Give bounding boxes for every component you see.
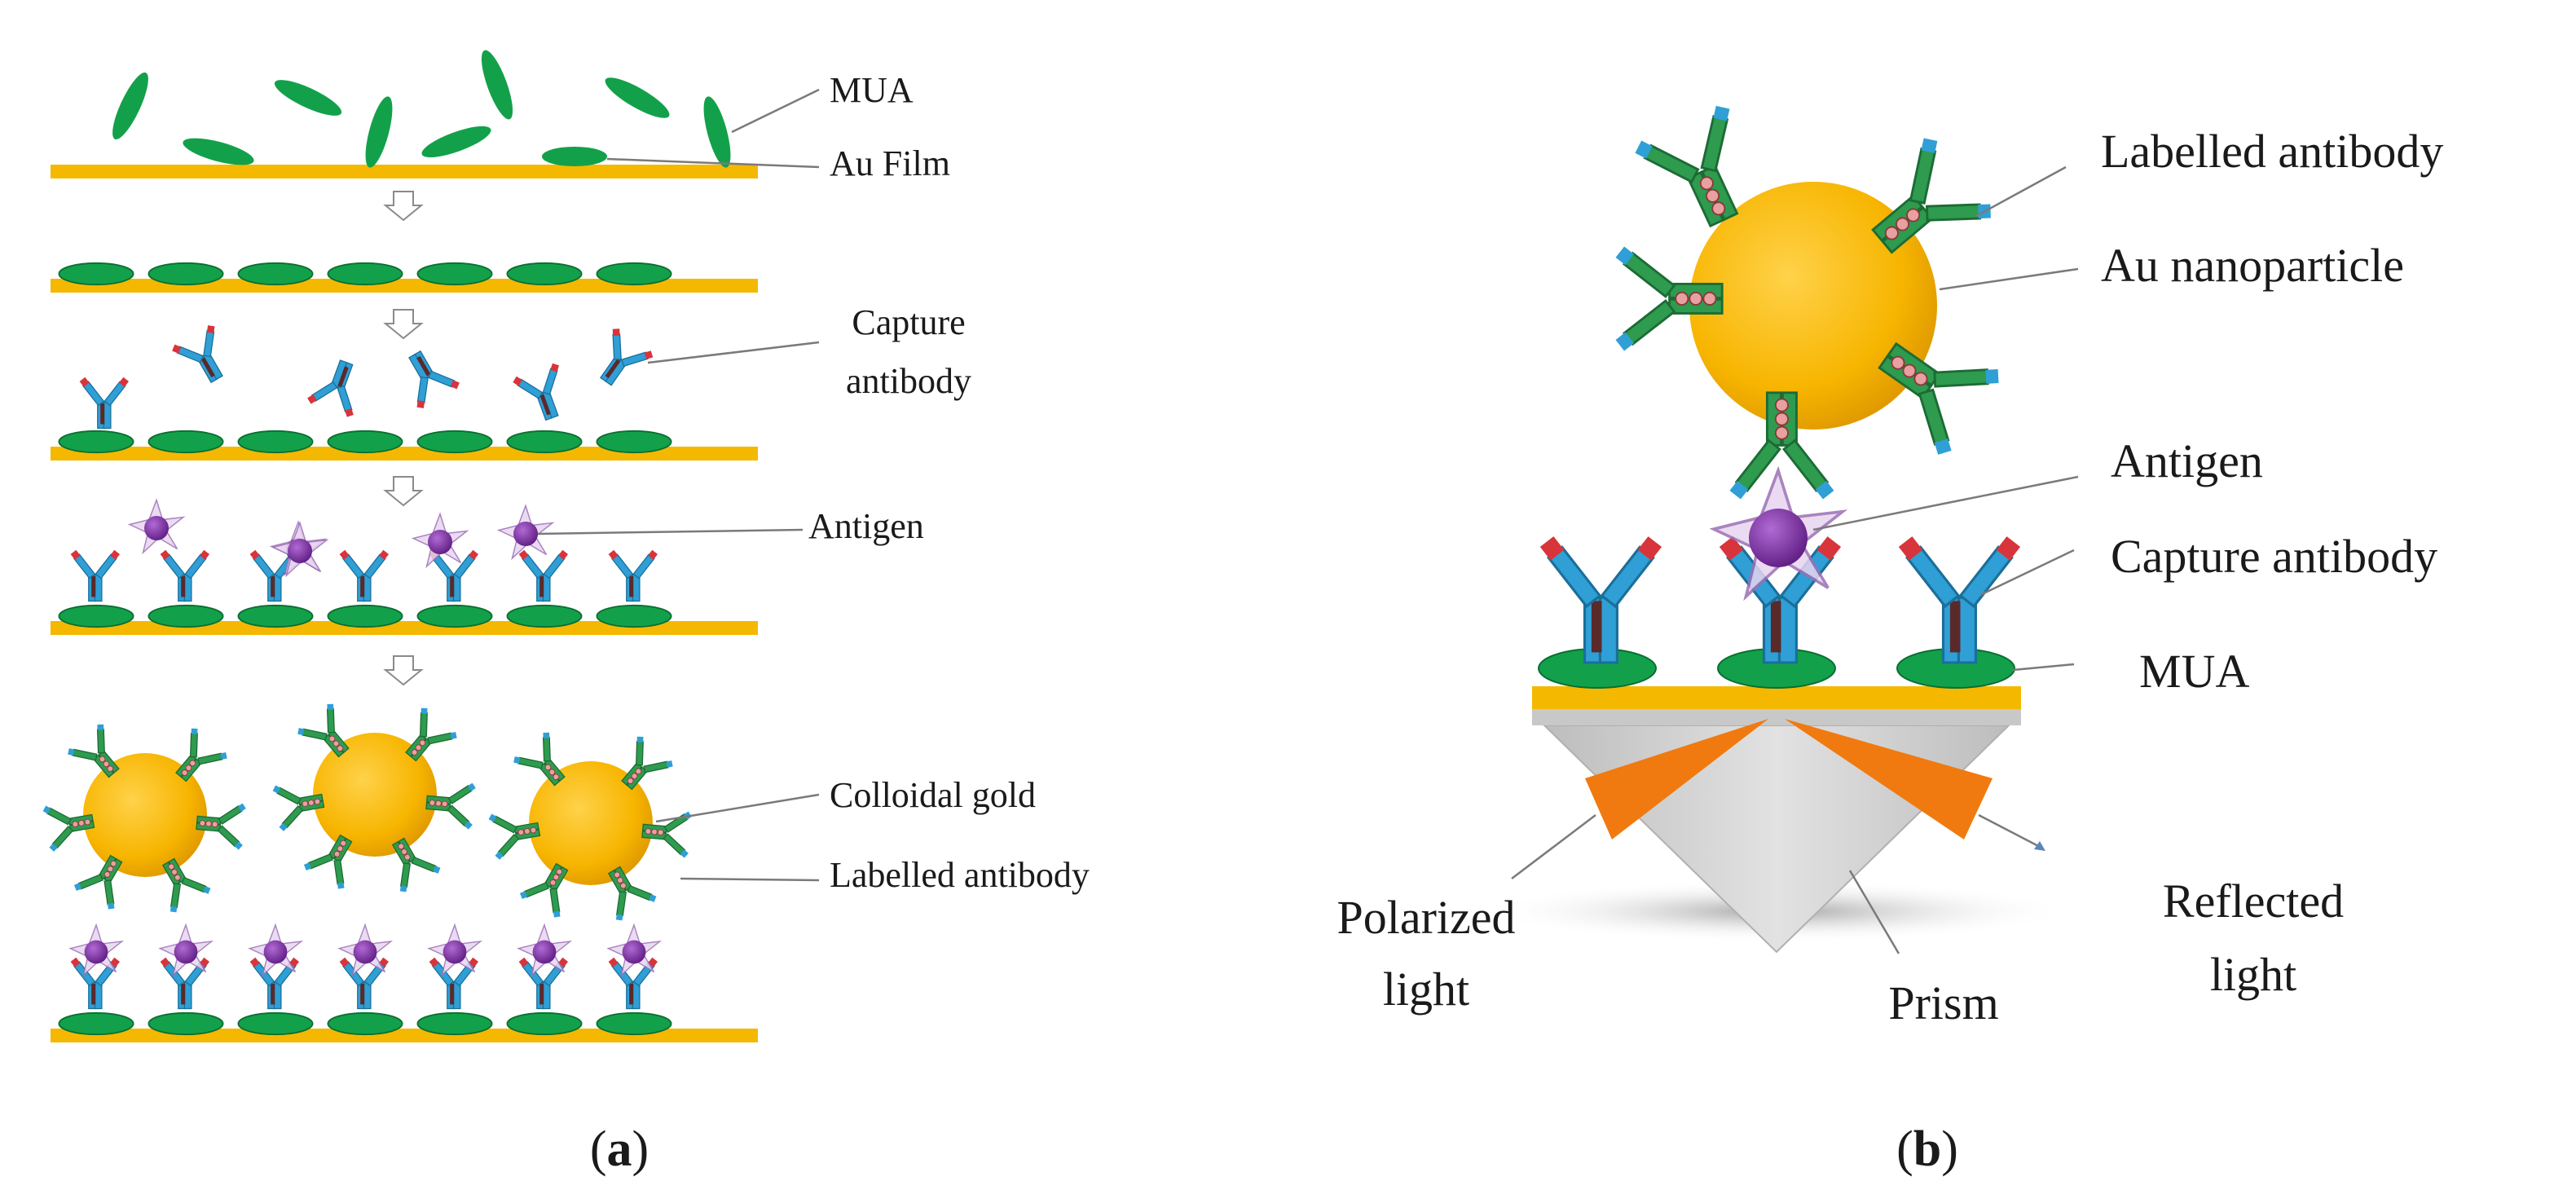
antigen <box>498 505 553 559</box>
label-capture-antibody-a: Capture <box>852 302 965 342</box>
step2-mua-aligned <box>51 262 758 293</box>
glass-substrate <box>1532 707 2021 725</box>
label-antigen-b: Antigen <box>2111 434 2263 487</box>
polarized-light-beam <box>1585 719 1768 839</box>
label-au-film: Au Film <box>830 143 950 183</box>
mua-pad <box>58 604 134 628</box>
mua-pad <box>148 262 224 286</box>
panel-b: Labelled antibody Au nanoparticle Antige… <box>1336 99 2443 1177</box>
label-labelled-antibody-b: Labelled antibody <box>2101 125 2443 178</box>
mua-pad <box>327 1011 403 1036</box>
mua-pad <box>596 1011 672 1036</box>
step1-mua-random <box>51 50 758 178</box>
capture-antibody <box>338 549 390 602</box>
colloidal-gold-particle <box>313 733 437 857</box>
label-antigen-a: Antigen <box>808 506 924 546</box>
panel-a: MUA Au Film Capture antibody Antigen Col… <box>41 50 1090 1177</box>
mua-pad <box>148 430 224 454</box>
down-arrow-icon <box>383 309 424 340</box>
capture-antibody <box>393 342 463 412</box>
panel-b-caption: (b) <box>1896 1121 1958 1177</box>
label-mua-a: MUA <box>830 70 914 110</box>
capture-antibody <box>78 377 130 430</box>
mua-pad <box>58 430 134 454</box>
mua-pad <box>148 604 224 628</box>
capture-antibody <box>69 549 121 602</box>
capture-antibody <box>305 353 371 420</box>
mua-pad <box>506 1011 583 1036</box>
au-film-2 <box>51 279 758 293</box>
label-polarized-light: Polarized <box>1336 891 1515 944</box>
label-labelled-antibody-a: Labelled antibody <box>830 855 1090 895</box>
mua-pad <box>416 430 493 454</box>
mua-pad <box>506 604 583 628</box>
colloidal-gold-particle <box>83 753 207 877</box>
au-film-1 <box>51 165 758 178</box>
panel-a-leader-lines <box>537 88 820 882</box>
capture-antibody <box>510 360 576 427</box>
label-polarized-light-line2: light <box>1383 963 1469 1016</box>
capture-antibody-b <box>1539 535 1663 664</box>
mua-pad <box>237 262 314 286</box>
mua-pad <box>416 262 493 286</box>
label-prism: Prism <box>1888 976 1998 1029</box>
label-mua-b: MUA <box>2139 645 2249 698</box>
label-colloidal-gold: Colloidal gold <box>830 775 1036 815</box>
antigen <box>129 499 184 553</box>
step4-antigen <box>51 499 758 635</box>
label-reflected-light-line2: light <box>2210 948 2296 1001</box>
capture-antibody-b <box>1897 535 2022 664</box>
mua-pad <box>596 262 672 286</box>
mua-pad <box>596 430 672 454</box>
mua-pad <box>327 604 403 628</box>
capture-antibody <box>585 324 656 397</box>
mua-pad <box>416 604 493 628</box>
capture-antibody <box>607 549 658 602</box>
step3-capture-antibody <box>51 322 758 460</box>
mua-pad <box>148 1011 224 1036</box>
label-au-nanoparticle: Au nanoparticle <box>2101 239 2404 292</box>
mua-pad <box>237 604 314 628</box>
mua-pad <box>596 604 672 628</box>
mua-pad <box>327 262 403 286</box>
mua-pad <box>237 1011 314 1036</box>
au-nanoparticle <box>1689 182 1937 430</box>
mua-pad <box>58 1011 134 1036</box>
capture-antibody <box>169 322 239 392</box>
down-arrow-icon <box>383 655 424 686</box>
mua-pad <box>506 430 583 454</box>
capture-antibody <box>517 549 569 602</box>
label-reflected-light: Reflected <box>2163 875 2344 928</box>
down-arrow-icon <box>383 191 424 222</box>
au-film-4 <box>51 621 758 635</box>
au-film-5 <box>51 1029 758 1042</box>
capture-antibody <box>159 549 210 602</box>
panel-b-leader-lines <box>1812 165 2079 954</box>
label-capture-antibody-a-line2: antibody <box>846 361 971 401</box>
mua-pad <box>58 262 134 286</box>
colloidal-gold-particle <box>529 761 653 885</box>
panel-a-caption: (a) <box>590 1121 649 1177</box>
step5-colloidal-gold <box>41 700 758 1042</box>
au-film-3 <box>51 447 758 460</box>
mua-pad <box>416 1011 493 1036</box>
reflected-light-beam <box>1785 719 1993 839</box>
label-capture-antibody-b: Capture antibody <box>2111 530 2437 583</box>
down-arrow-icon <box>383 476 424 507</box>
mua-pad <box>237 430 314 454</box>
mua-pad <box>327 430 403 454</box>
mua-pad <box>506 262 583 286</box>
gold-film-b <box>1532 686 2021 709</box>
